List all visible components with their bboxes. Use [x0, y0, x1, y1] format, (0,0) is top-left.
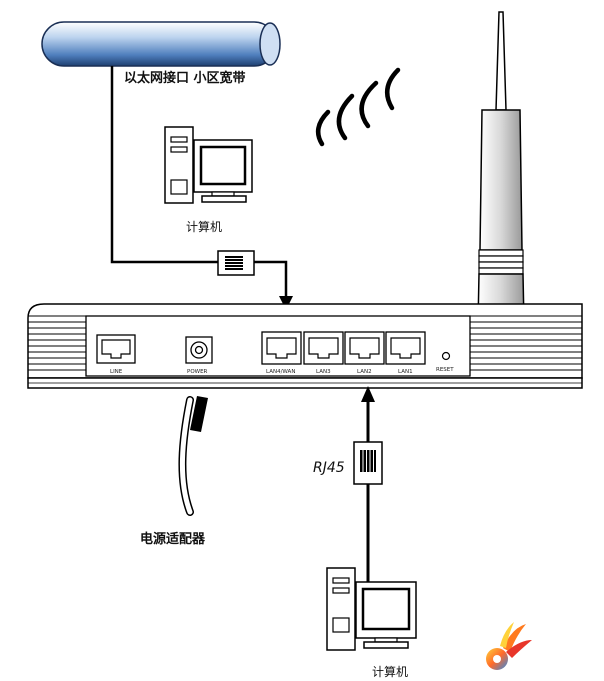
computer-bottom-label: 计算机 [372, 664, 408, 679]
reset-label: RESET [436, 367, 454, 373]
port-lan3 [303, 331, 344, 365]
port-power-label: POWER [187, 369, 208, 375]
rj45-plug-icon [353, 441, 383, 485]
port-lan1-label: LAN1 [398, 369, 413, 375]
computer-top-label: 计算机 [186, 219, 222, 234]
port-line [96, 334, 136, 364]
computer-icon [164, 126, 253, 204]
port-lan4wan [261, 331, 302, 365]
reset-button [441, 351, 451, 361]
port-lan1 [385, 331, 426, 365]
port-lan3-label: LAN3 [316, 369, 331, 375]
ethernet-broadband-label: 以太网接口 小区宽带 [124, 70, 246, 86]
antenna [477, 11, 525, 326]
computer-icon [326, 567, 417, 651]
rj45-plug-icon [217, 250, 255, 276]
router-vent-left [28, 315, 86, 371]
router-vent-right [470, 315, 582, 371]
port-lan2 [344, 331, 385, 365]
power-adapter-cable [178, 396, 208, 516]
broadband-pipe [41, 21, 281, 67]
rj45-label: RJ45 [313, 460, 345, 476]
port-lan4wan-label: LAN4/WAN [266, 369, 295, 375]
wifi-signal-icon [315, 67, 401, 147]
power-adapter-label: 电源适配器 [140, 531, 206, 547]
port-lan2-label: LAN2 [357, 369, 372, 375]
wan-cable [110, 66, 293, 310]
logo-icon [486, 622, 532, 670]
lan-cable [361, 386, 375, 582]
port-power [185, 336, 213, 364]
port-line-label: LINE [110, 369, 123, 375]
